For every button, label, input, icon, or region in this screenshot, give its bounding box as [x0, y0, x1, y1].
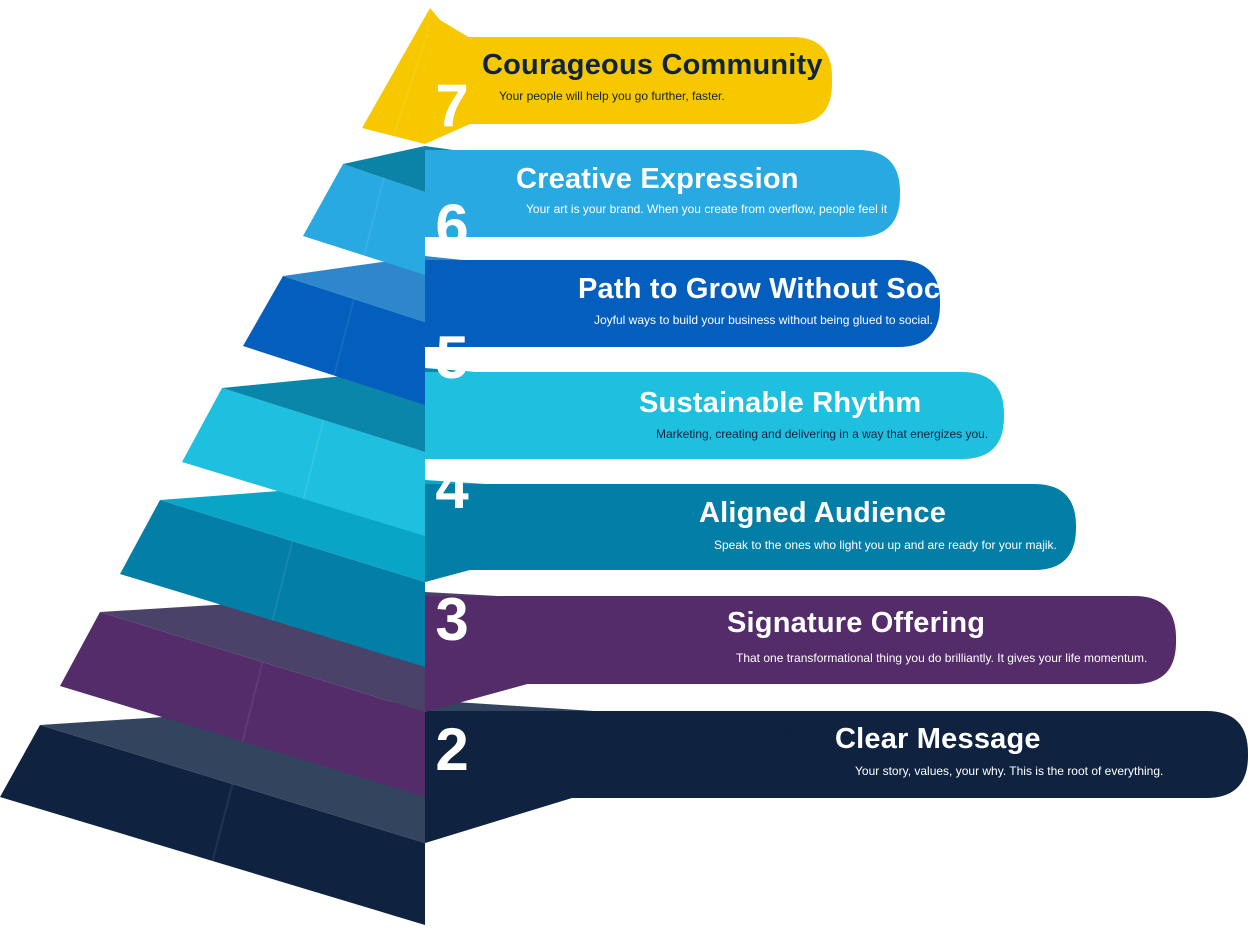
pyramid-level-3 — [120, 480, 1076, 667]
level-2-description: That one transformational thing you do b… — [736, 651, 1147, 665]
level-7-title: Courageous Community — [482, 49, 823, 81]
level-4-number: 4 — [435, 454, 469, 521]
pyramid-level-1 — [0, 700, 1248, 925]
level-3-number: 3 — [435, 586, 468, 653]
level-4-facet-line — [302, 419, 325, 500]
level-5-facet-line — [333, 298, 355, 376]
level-1-band-connector — [425, 725, 810, 843]
level-3-facet-line — [271, 540, 294, 621]
level-4-label-band — [425, 372, 1004, 459]
level-6-number: 6 — [435, 192, 468, 259]
level-6-side-face — [303, 164, 425, 275]
pyramid-bands — [0, 8, 1248, 925]
level-4-description: Marketing, creating and delivering in a … — [656, 427, 988, 441]
level-5-number: 5 — [435, 324, 468, 391]
level-5-title: Path to Grow Without Social — [578, 273, 973, 305]
level-6-title: Creative Expression — [516, 163, 799, 195]
level-6-description: Your art is your brand. When you create … — [526, 202, 888, 216]
level-7-number: 7 — [435, 72, 468, 139]
level-5-side-face — [243, 276, 425, 405]
level-7-side-face — [362, 8, 430, 144]
level-3-band-connector — [425, 500, 730, 582]
level-4-title: Sustainable Rhythm — [639, 387, 921, 419]
pyramid-level-2 — [60, 592, 1176, 797]
level-3-side-face — [120, 500, 425, 667]
level-4-side-face — [182, 388, 425, 536]
level-1-side-face — [0, 725, 425, 925]
level-7-label-band — [425, 37, 832, 124]
level-1-number: 1 — [435, 844, 468, 911]
level-2-title: Signature Offering — [727, 607, 985, 639]
pyramid-level-4 — [182, 368, 1004, 536]
level-1-title: Clear Message — [835, 723, 1041, 755]
level-2-band-connector — [425, 612, 790, 712]
level-4-band-connector — [425, 388, 672, 459]
level-2-number: 2 — [435, 716, 468, 783]
level-1-facet-line — [211, 783, 234, 862]
level-5-band-connector — [425, 276, 612, 347]
level-1-description: Your story, values, your why. This is th… — [855, 764, 1163, 778]
pyramid-level-6 — [303, 146, 900, 275]
level-7-description: Your people will help you go further, fa… — [499, 89, 725, 103]
level-2-side-face — [60, 612, 425, 797]
level-5-label-band — [425, 260, 940, 347]
level-6-band-connector — [425, 164, 552, 237]
level-3-title: Aligned Audience — [699, 497, 946, 529]
level-6-facet-line — [363, 177, 385, 256]
level-7-band-connector — [425, 60, 470, 144]
pyramid-level-7 — [362, 8, 832, 144]
level-7-facet-line — [392, 33, 429, 137]
level-6-label-band — [425, 150, 900, 237]
level-2-facet-line — [241, 661, 264, 742]
level-3-label-band — [425, 484, 1076, 570]
level-3-description: Speak to the ones who light you up and a… — [714, 538, 1057, 552]
level-5-description: Joyful ways to build your business witho… — [594, 313, 933, 327]
level-2-label-band — [425, 596, 1176, 684]
pyramid-level-5 — [243, 256, 940, 405]
